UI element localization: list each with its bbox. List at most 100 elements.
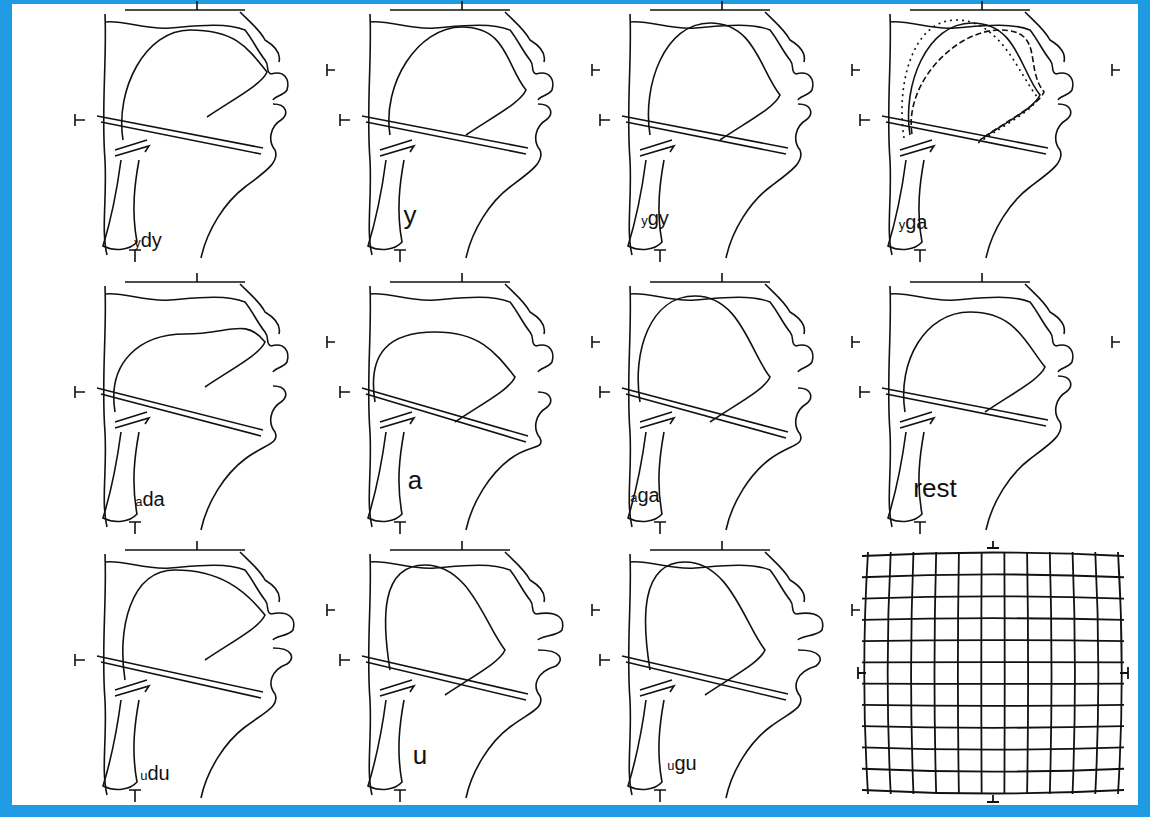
- top-marker: [461, 1, 463, 10]
- lower-lip-chin: [726, 388, 811, 530]
- upper-lip: [271, 345, 288, 372]
- top-reference-line: [910, 281, 1030, 283]
- upper-lip: [536, 345, 553, 372]
- panel-label: ugu: [667, 753, 696, 773]
- larynx: [628, 432, 664, 521]
- grid-line: [862, 661, 1124, 663]
- tracing-panel: [340, 541, 600, 802]
- panel-label: yga: [899, 212, 928, 232]
- upper-lip: [796, 613, 823, 640]
- grid-line: [862, 726, 1124, 728]
- lower-lip-chin: [466, 392, 551, 530]
- grid-line: [862, 596, 1124, 598]
- bottom-marker: [394, 790, 406, 802]
- top-marker: [981, 1, 983, 10]
- tracing-panel: [340, 273, 600, 534]
- pharynx-wall: [369, 14, 372, 255]
- palate-contour: [630, 294, 796, 346]
- larynx: [888, 160, 924, 249]
- grid-line: [987, 541, 999, 548]
- mandible: [622, 656, 788, 700]
- left-marker: [340, 654, 350, 666]
- nose-contour: [1025, 284, 1064, 334]
- lower-lip-chin: [201, 648, 291, 798]
- palate-contour: [370, 562, 536, 614]
- right-marker: [592, 336, 600, 348]
- left-marker: [600, 654, 610, 666]
- grid-line: [1050, 552, 1052, 794]
- larynx: [368, 432, 404, 521]
- upper-lip: [271, 613, 294, 640]
- pharynx-wall: [104, 14, 107, 255]
- lower-lip-chin: [201, 104, 286, 258]
- grid-line: [1073, 552, 1075, 794]
- right-marker: [1112, 336, 1120, 348]
- palate-contour: [890, 294, 1056, 346]
- bottom-marker: [394, 522, 406, 534]
- tracing-panel: [600, 273, 860, 534]
- tongue-contour: [373, 332, 515, 422]
- top-marker: [721, 541, 723, 550]
- grid-line: [862, 747, 1124, 749]
- tracing-panel: [75, 541, 335, 802]
- panel-label: rest: [913, 475, 956, 501]
- grid-line: [862, 618, 1124, 620]
- grid-line: [980, 552, 982, 794]
- grid-line: [862, 769, 1124, 772]
- top-reference-line: [390, 281, 510, 283]
- tracing-panel: [75, 273, 335, 534]
- tongue-contour: [904, 312, 1045, 412]
- larynx: [628, 700, 664, 789]
- hyoid: [900, 412, 934, 428]
- upper-lip: [536, 73, 553, 100]
- mandible: [362, 388, 528, 442]
- distortion-grid: [858, 541, 1128, 802]
- larynx: [103, 160, 139, 249]
- grid-line: [862, 639, 1124, 642]
- nose-contour: [1025, 12, 1064, 62]
- bottom-marker: [654, 250, 666, 262]
- top-marker: [196, 541, 198, 550]
- pharynx-wall: [629, 14, 632, 255]
- hyoid: [380, 412, 414, 428]
- left-marker: [75, 654, 85, 666]
- bottom-marker: [654, 790, 666, 802]
- top-reference-line: [390, 9, 510, 11]
- panel-label: u: [413, 742, 427, 768]
- nose-contour: [765, 284, 804, 334]
- hyoid: [640, 412, 674, 428]
- upper-lip: [1056, 345, 1073, 372]
- top-marker: [461, 541, 463, 550]
- mandible: [97, 388, 263, 436]
- tongue-contour: [123, 570, 265, 680]
- pharynx-wall: [629, 554, 632, 795]
- top-reference-line: [125, 549, 245, 551]
- nose-contour: [505, 12, 544, 62]
- top-marker: [721, 1, 723, 10]
- mandible: [622, 388, 788, 438]
- tracing-panel: [600, 1, 860, 262]
- left-marker: [860, 114, 870, 126]
- tongue-contour: [122, 30, 267, 140]
- nose-contour: [765, 12, 804, 62]
- larynx: [103, 700, 139, 789]
- tracing-panel: [340, 1, 600, 262]
- larynx: [628, 160, 664, 249]
- palate-contour: [370, 22, 536, 74]
- left-marker: [600, 386, 610, 398]
- top-reference-line: [390, 549, 510, 551]
- left-marker: [340, 386, 350, 398]
- grid-line: [858, 667, 866, 679]
- left-marker: [75, 114, 85, 126]
- left-marker: [600, 114, 610, 126]
- pharynx-wall: [889, 286, 892, 527]
- lower-lip-chin: [986, 376, 1071, 530]
- palate-contour: [370, 294, 536, 346]
- right-marker: [327, 336, 335, 348]
- top-marker: [981, 273, 983, 282]
- grid-line: [888, 552, 891, 794]
- tongue-contour: [386, 565, 505, 695]
- nose-contour: [505, 552, 544, 602]
- palate-contour: [630, 22, 796, 74]
